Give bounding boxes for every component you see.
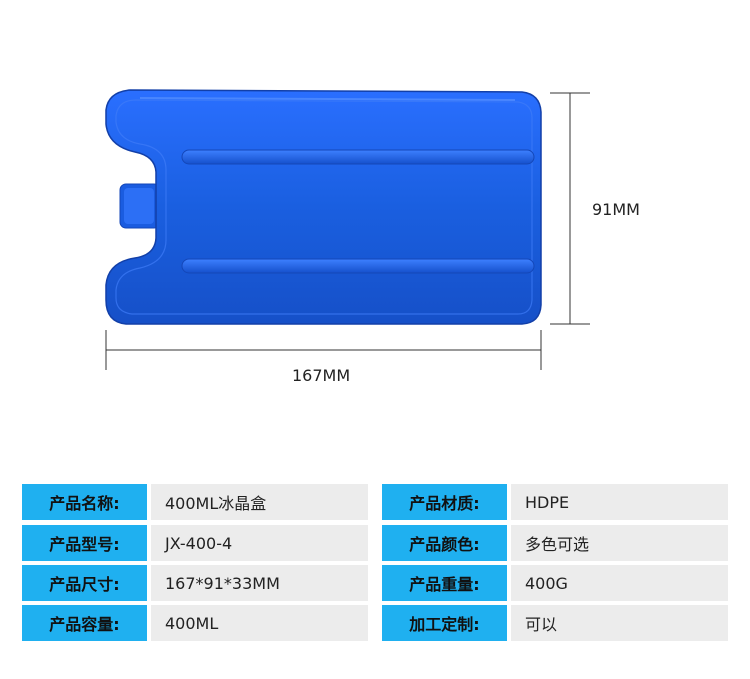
spec-value-material: HDPE bbox=[511, 484, 728, 520]
spec-key: 产品尺寸: bbox=[22, 565, 147, 601]
ice-pack-ridge bbox=[181, 149, 535, 165]
spec-key: 产品颜色: bbox=[382, 525, 507, 561]
ice-pack-ridge bbox=[181, 258, 535, 274]
spec-value-weight: 400G bbox=[511, 565, 728, 601]
spec-value-customization: 可以 bbox=[511, 605, 728, 641]
ice-pack-body bbox=[105, 89, 542, 325]
spec-key: 产品容量: bbox=[22, 605, 147, 641]
height-dimension-line bbox=[550, 92, 590, 325]
spec-key: 产品重量: bbox=[382, 565, 507, 601]
spec-value-model: JX-400-4 bbox=[151, 525, 368, 561]
product-figure: 167MM 91MM bbox=[105, 89, 640, 385]
height-label: 91MM bbox=[592, 200, 640, 219]
spec-key: 产品材质: bbox=[382, 484, 507, 520]
spec-value-size: 167*91*33MM bbox=[151, 565, 368, 601]
ice-pack-drawing bbox=[105, 89, 590, 370]
width-dimension-line bbox=[105, 330, 542, 370]
spec-key: 加工定制: bbox=[382, 605, 507, 641]
spec-value-product-name: 400ML冰晶盒 bbox=[151, 484, 368, 520]
width-label: 167MM bbox=[292, 366, 351, 385]
spec-key: 产品名称: bbox=[22, 484, 147, 520]
spec-value-capacity: 400ML bbox=[151, 605, 368, 641]
spec-value-color: 多色可选 bbox=[511, 525, 728, 561]
spec-key: 产品型号: bbox=[22, 525, 147, 561]
